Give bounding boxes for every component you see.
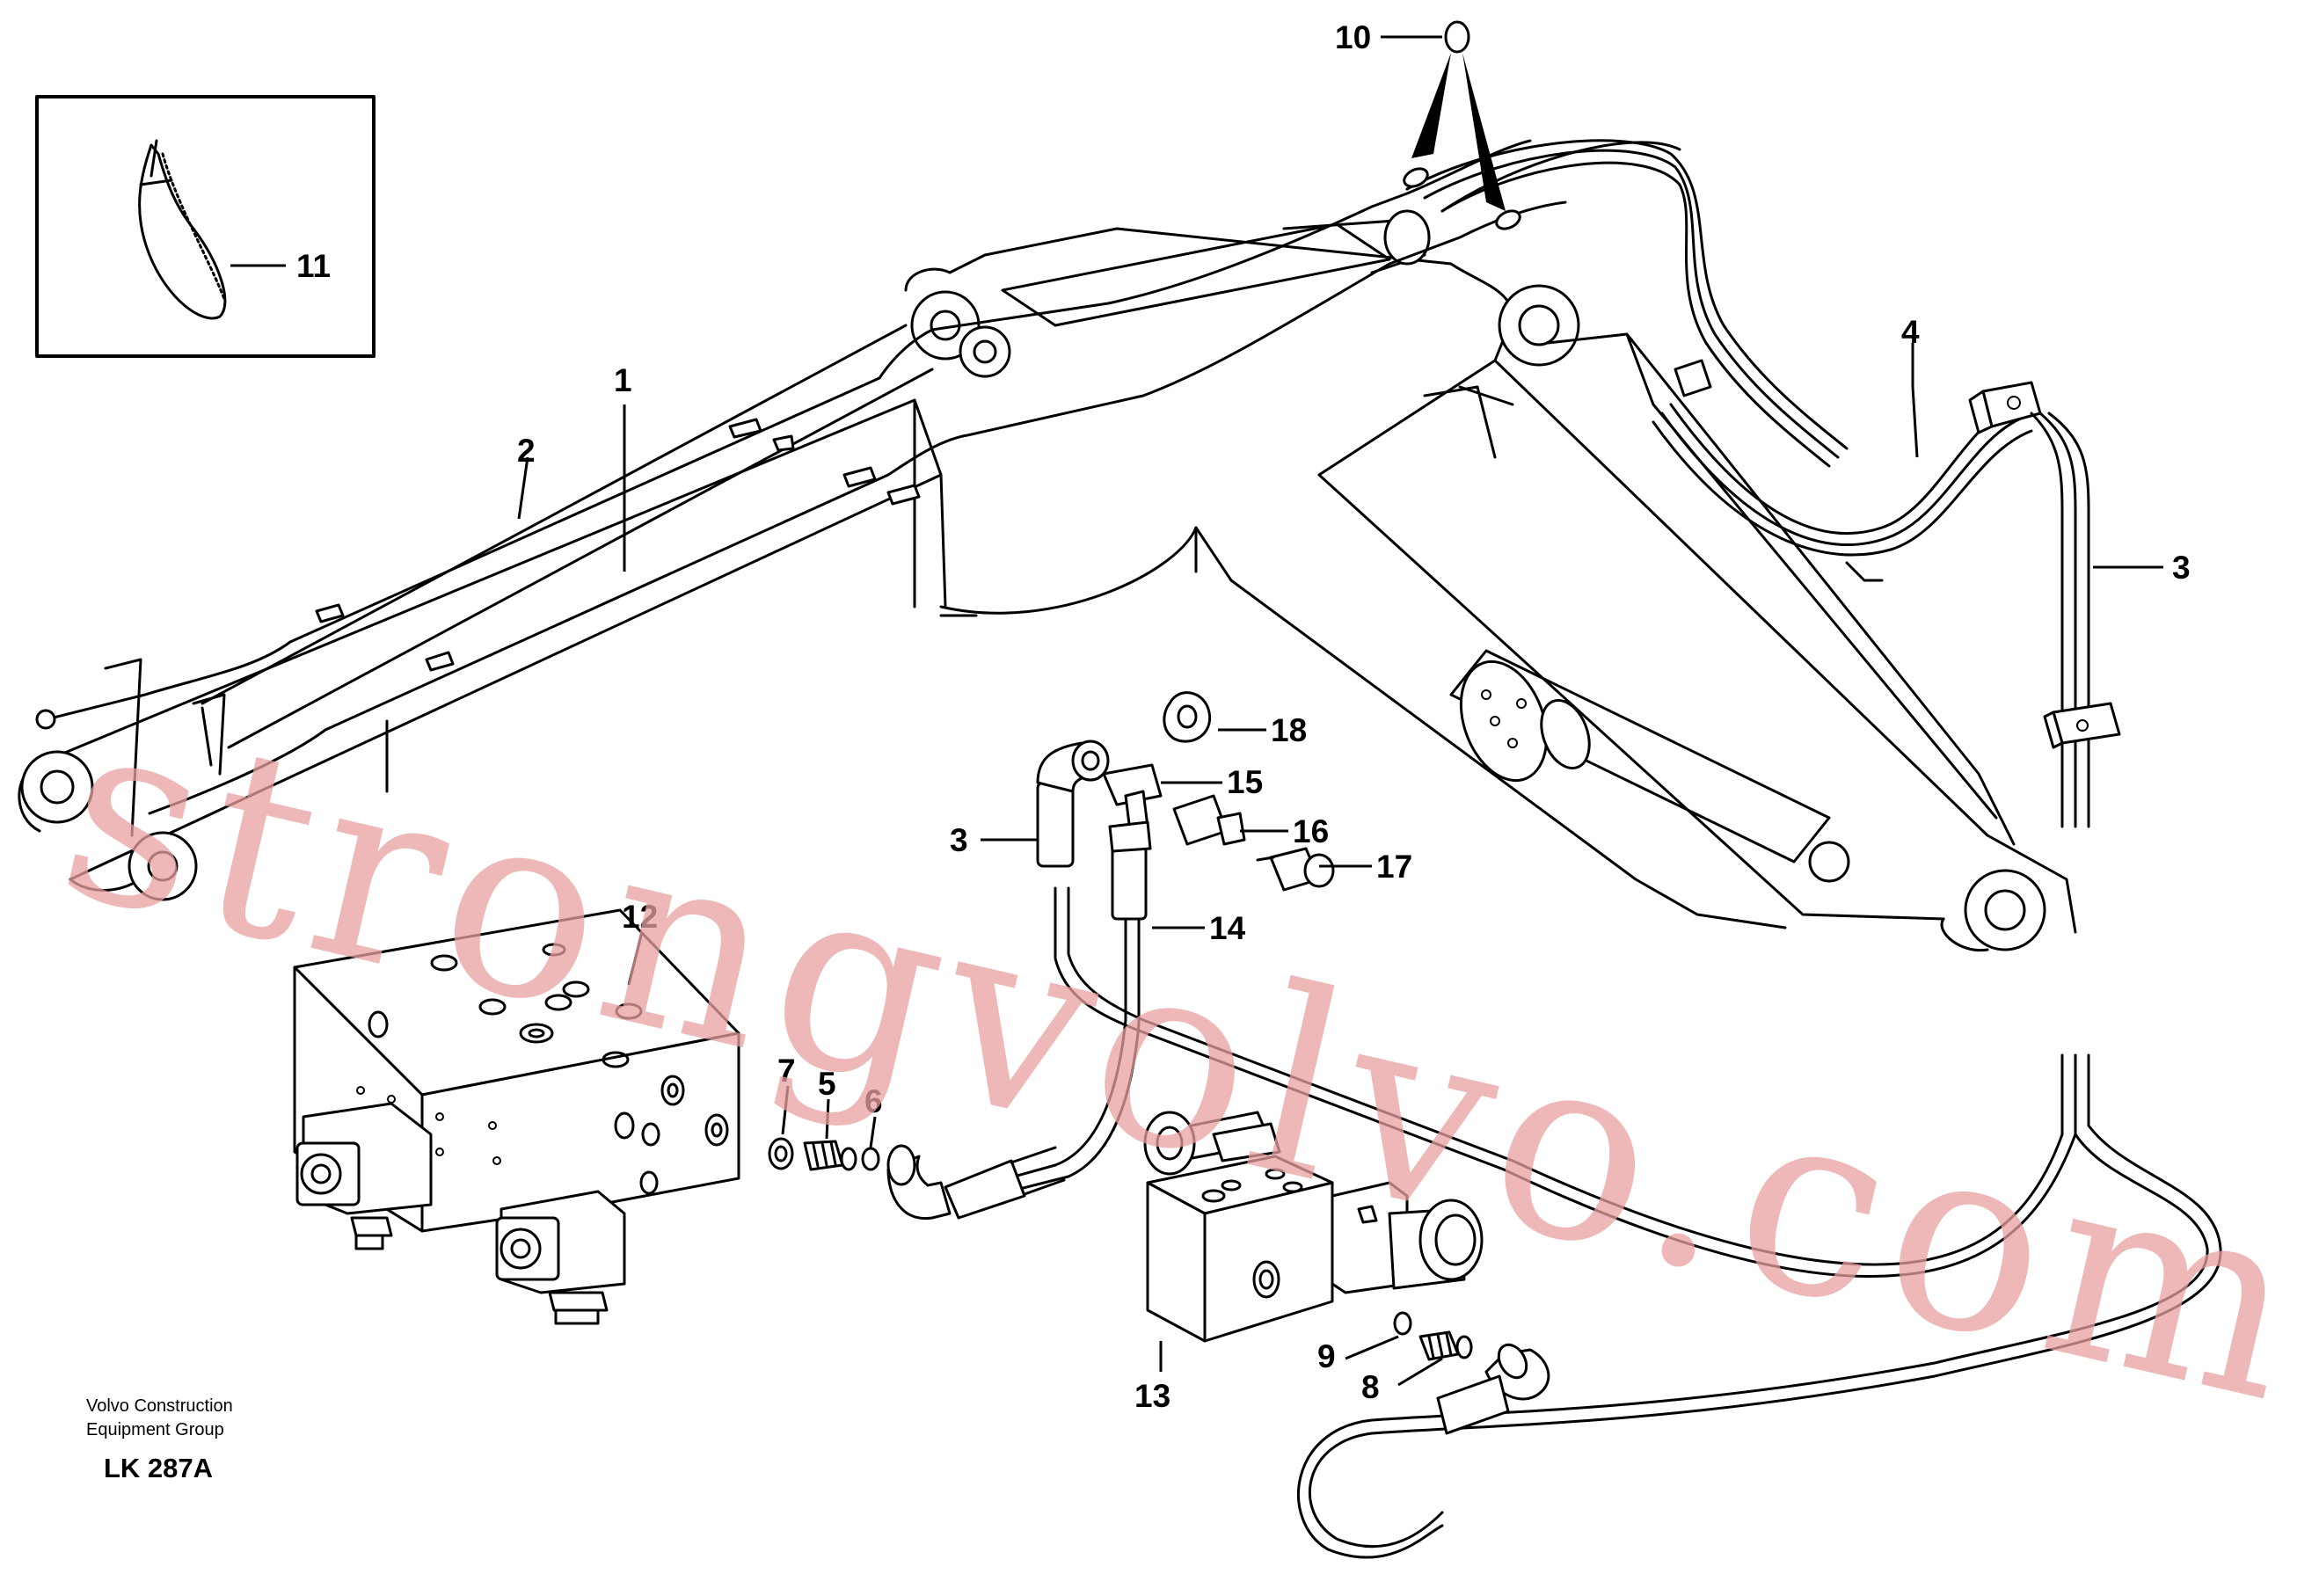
callout-18: 18 — [1271, 712, 1307, 748]
valve-13 — [1143, 1111, 1484, 1343]
callout-14: 14 — [1209, 910, 1246, 946]
callout-6: 6 — [864, 1083, 883, 1119]
callout-labels: 1 2 3 3 4 5 6 7 8 9 10 11 12 13 14 15 16… — [296, 19, 2191, 1414]
callout-3-fitting: 3 — [950, 822, 968, 858]
callout-8: 8 — [1361, 1369, 1380, 1405]
callout-12: 12 — [622, 899, 658, 935]
caption-line-2: Equipment Group — [86, 1420, 224, 1439]
boom-arm — [18, 209, 2077, 952]
hydraulic-lines — [35, 139, 2121, 828]
fittings-8-9 — [1393, 1311, 1550, 1435]
callout-13: 13 — [1134, 1378, 1170, 1414]
callout-3-top: 3 — [2172, 550, 2191, 586]
item-10-oring — [1381, 20, 1506, 211]
caption-line-1: Volvo Construction — [86, 1396, 233, 1416]
callout-4: 4 — [1901, 314, 1920, 350]
caption: Volvo Construction Equipment Group LK 28… — [86, 1396, 233, 1483]
callout-11: 11 — [296, 248, 331, 284]
caption-code: LK 287A — [104, 1453, 213, 1483]
callout-17: 17 — [1376, 849, 1412, 885]
fittings-group — [1036, 691, 1335, 921]
callout-5: 5 — [818, 1066, 836, 1102]
callout-10: 10 — [1335, 19, 1371, 55]
leader-lines — [517, 343, 2163, 1387]
callout-1: 1 — [614, 362, 632, 398]
inset-cable-tie — [35, 95, 376, 358]
lower-hose-loop — [974, 886, 2222, 1559]
fittings-5-6-7 — [768, 1137, 1066, 1220]
callout-15: 15 — [1227, 764, 1263, 800]
valve-block-12 — [293, 908, 740, 1325]
callout-7: 7 — [777, 1053, 796, 1089]
callout-9: 9 — [1317, 1338, 1336, 1374]
callout-2: 2 — [517, 433, 536, 469]
callout-16: 16 — [1293, 813, 1329, 849]
